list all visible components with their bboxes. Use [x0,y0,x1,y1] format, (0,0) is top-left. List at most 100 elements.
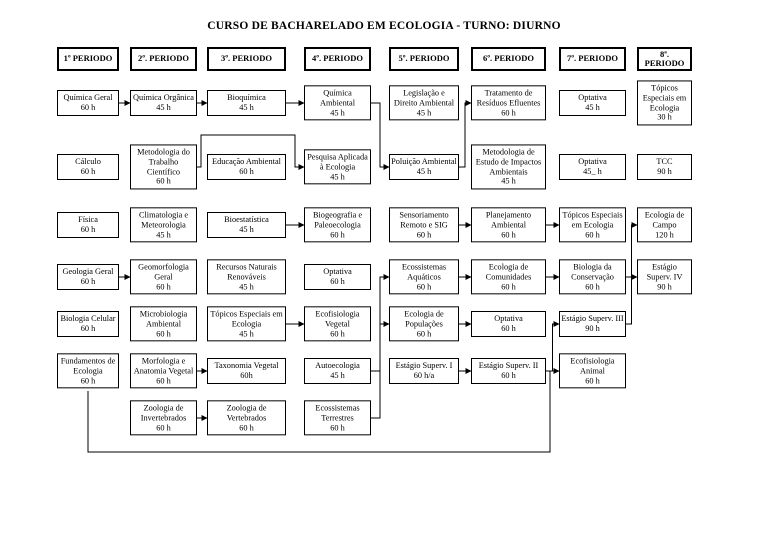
course-label: Fundamentos de Ecologia [60,356,116,376]
course-hours: 45 h [239,225,254,234]
course-label: Optativa [494,314,523,324]
course-hours: 60 h [585,375,600,385]
edge-poluicao-ambiental-to-tratamento-residuos [459,100,472,168]
course-hours: 60 h [80,103,96,112]
course-label: Autoecologia [315,361,360,371]
course-hours: 60h [240,371,253,380]
course-hours: 60 h [80,277,96,286]
course-label: Recursos Naturais Renováveis [216,262,277,282]
course-label: Biologia da Conservação [571,262,614,282]
course-hours: 60 h/a [413,371,435,380]
course-label: Educação Ambiental [212,157,281,167]
course-label: Metodologia de Estudo de Impactos Ambien… [475,147,542,176]
course-label: Ecologia de Populações [404,309,444,329]
course-hours: 60 h [156,328,171,338]
course-hours: 60 h [80,375,96,385]
course-label: Química Geral [63,93,113,103]
course-label: Planejamento Ambiental [485,210,532,230]
course-hours: 45 h [585,103,600,112]
course-hours: 120 h [655,229,674,239]
course-label: Microbiologia Ambiental [139,309,188,329]
course-hours: 60 h [416,281,432,291]
course-label: Biogeografia e Paleoecologia [312,210,363,230]
course-hours: 60 h [239,167,254,176]
course-hours: 45 h [239,103,254,112]
course-label: Tópicos Especiais em Ecologia [642,83,687,112]
course-label: Optativa [578,93,607,103]
course-label: Geologia Geral [62,267,114,277]
period-header-8: 8ª. PERIODO [637,47,692,71]
course-label: Bioquímica [227,93,266,103]
course-label: Tratamento de Resíduos Efluentes [476,88,541,108]
course-hours: 45 h [416,107,432,117]
course-label: Metodologia do Trabalho Científico [137,147,190,176]
course-label: Ecossistemas Terrestres [315,403,360,423]
course-hours: 60 h [330,422,345,432]
course-label: Optativa [578,157,607,167]
course-label: Geomorfologia Geral [138,262,189,282]
period-header-5: 5º. PERIODO [389,47,459,71]
course-hours: 60 h [416,229,432,239]
course-label: Estágio Superv. IV [646,262,683,282]
course-label: Ecologia de Campo [644,210,685,230]
course-label: Tópicos Especiais em Ecologia [562,210,623,230]
course-hours: 60 h [585,281,600,291]
edge-estagio-3-to-estagio-4 [626,274,638,325]
course-label: Ecofisiologia Vegetal [315,309,360,329]
course-hours: 60 h [501,281,516,291]
course-hours: 45 h [156,103,171,112]
period-header-2: 2º. PERIODO [130,47,197,71]
period-header-7: 7º. PERIODO [559,47,626,71]
course-hours: 45 h [156,229,171,239]
edge-fundamentos-ecologia-to-ecofisiologia-animal [87,368,560,453]
course-label: Ecossistemas Aquáticos [401,262,447,282]
course-hours: 60 h [585,229,600,239]
course-hours: 45 h [330,371,345,380]
course-hours: 60 h [501,371,516,380]
course-label: Zoologia de Invertebrados [140,403,187,423]
course-label: Tópicos Especiais em Ecologia [210,309,283,329]
course-hours: 60 h [80,167,96,176]
course-hours: 60 h [416,328,432,338]
edge-ecossistemas-terrestres-to-ecossistemas-aquaticos [371,274,390,419]
course-label: Sensoriamento Remoto e SIG [399,210,449,230]
course-hours: 90 h [657,167,672,176]
course-hours: 60 h [80,225,96,234]
period-header-3: 3º. PERIODO [207,47,286,71]
course-label: Poluição Ambiental [391,157,457,167]
course-label: Estágio Superv. I [395,361,453,371]
edge-quimica-ambiental-to-poluicao-ambiental [371,102,390,170]
